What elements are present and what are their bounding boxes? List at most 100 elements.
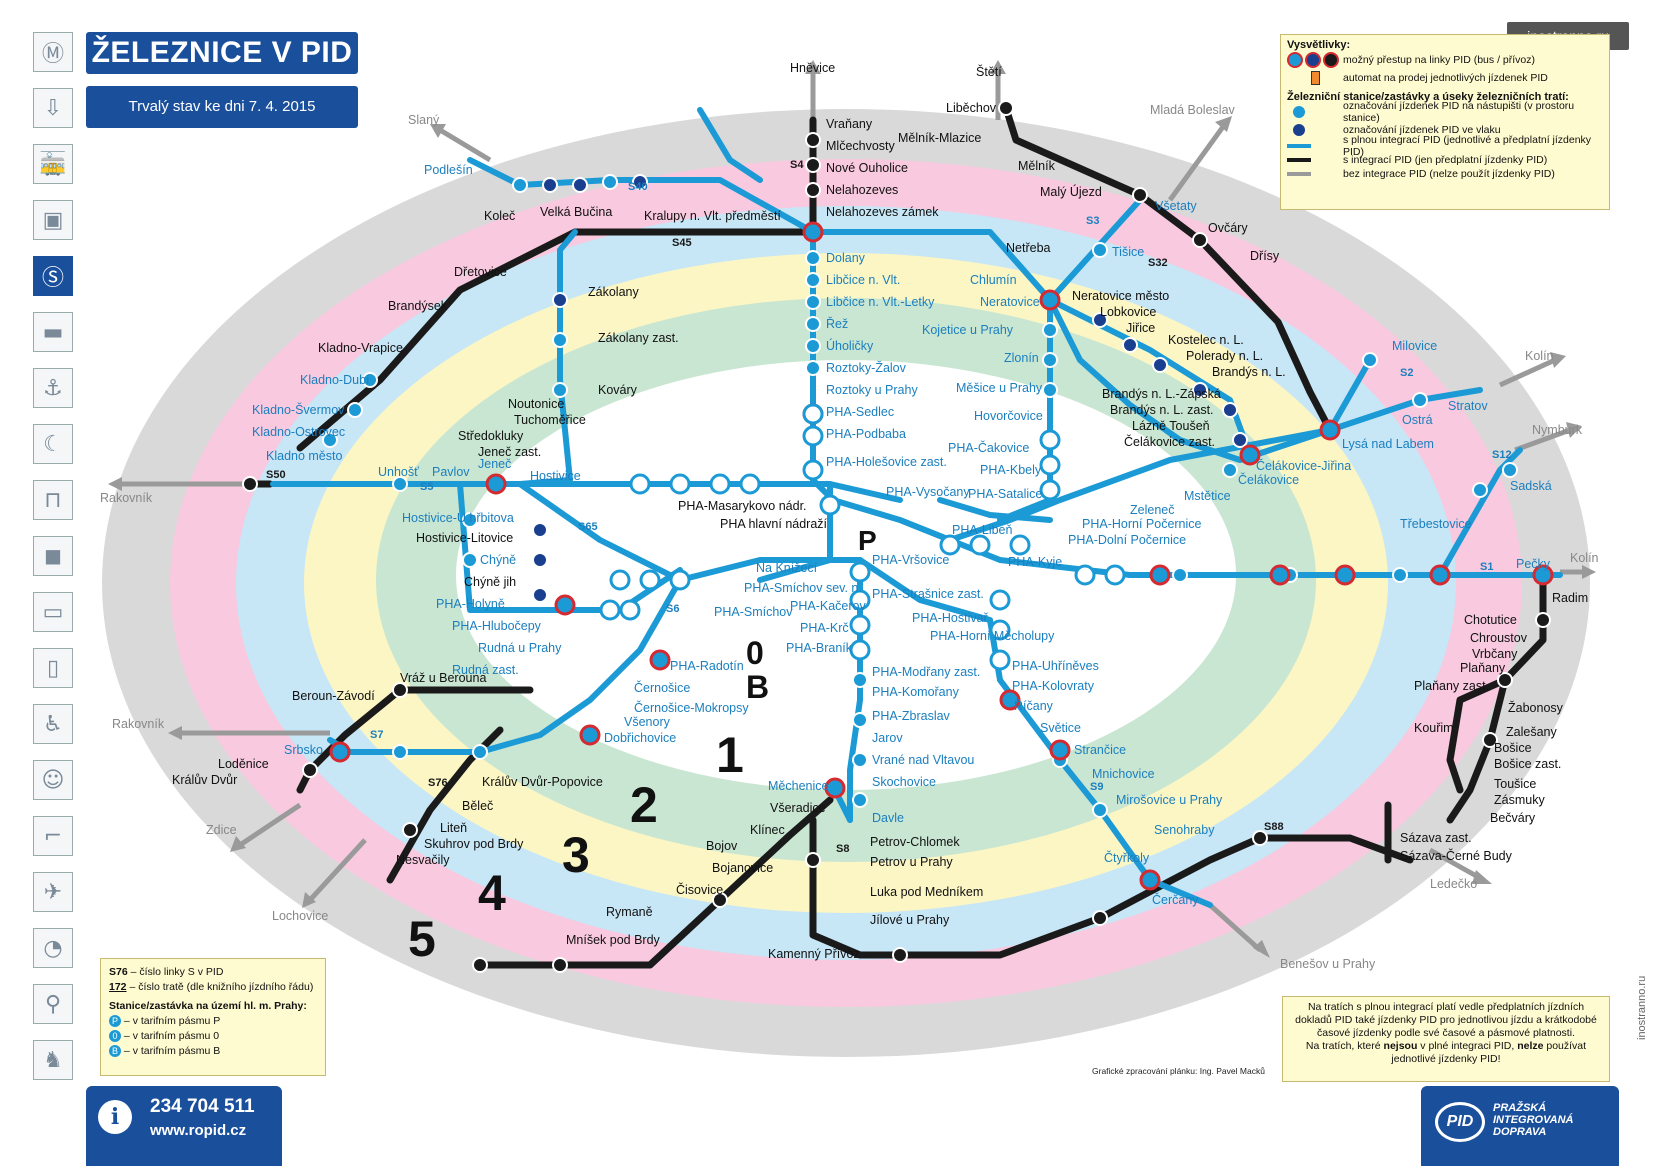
station-label: Strančice xyxy=(1074,743,1126,757)
station-label: Radim xyxy=(1552,591,1588,605)
station-label: Luka pod Medníkem xyxy=(870,885,983,899)
direction-arrowheads xyxy=(108,60,1596,958)
transfer-icon xyxy=(1287,52,1343,68)
ferry-icon[interactable]: ⚓ xyxy=(33,368,73,408)
station-label: Bošice xyxy=(1494,741,1532,755)
contact-web[interactable]: www.ropid.cz xyxy=(150,1122,247,1139)
wheelchair-icon[interactable]: ♿ xyxy=(33,704,73,744)
legend-box: Vysvětlivky: možný přestup na linky PID … xyxy=(1280,34,1610,210)
station-label: Mělník-Mlazice xyxy=(898,131,981,145)
transfer-markers xyxy=(329,221,1554,891)
airplane-icon[interactable]: ✈ xyxy=(33,872,73,912)
zone-label-1: 1 xyxy=(716,727,744,783)
key-zone-p-row: P – v tarifním pásmu P xyxy=(109,1014,317,1029)
no-integration-line-icon xyxy=(1287,172,1343,176)
station-label: Jílové u Prahy xyxy=(870,913,950,927)
station-label: PHA-Kačerov xyxy=(790,599,866,613)
key-box: S76 – číslo linky S v PID 172 – číslo tr… xyxy=(100,958,326,1076)
dog-icon[interactable]: ♞ xyxy=(33,1040,73,1080)
logo-line: DOPRAVA xyxy=(1493,1126,1547,1138)
metro-icon[interactable]: Ⓜ xyxy=(33,32,73,72)
station-label: Malý Újezd xyxy=(1040,184,1102,199)
stroller-icon[interactable]: ◔ xyxy=(33,928,73,968)
train-icon[interactable]: ▬ xyxy=(33,312,73,352)
station-label: Petrov-Chlomek xyxy=(870,835,960,849)
key-zone-0-row: 0 – v tarifním pásmu 0 xyxy=(109,1029,317,1044)
night-icon[interactable]: ☾ xyxy=(33,424,73,464)
station-label: Jeneč xyxy=(478,457,511,471)
station-label: Chroustov xyxy=(1470,631,1528,645)
cable-car-icon[interactable]: ⊓ xyxy=(33,480,73,520)
station-label: PHA-Modřany zast. xyxy=(872,665,980,679)
car-icon[interactable]: ◼ xyxy=(33,536,73,576)
station-label: Netřeba xyxy=(1006,241,1051,255)
station-label: Senohraby xyxy=(1154,823,1215,837)
s-train-icon[interactable]: Ⓢ xyxy=(33,256,73,296)
station-label: Středokluky xyxy=(458,429,524,443)
station-label: Řež xyxy=(826,316,848,331)
station-label: Polerady n. L. xyxy=(1186,349,1263,363)
station-label: Zákolany zast. xyxy=(598,331,679,345)
station-label: Dobřichovice xyxy=(604,731,676,745)
arrow-down-icon[interactable]: ⇩ xyxy=(33,88,73,128)
legend-transfer-text: možný přestup na linky PID (bus / přívoz… xyxy=(1343,54,1535,66)
line-tag: S45 xyxy=(672,237,692,249)
station-label: Skochovice xyxy=(872,775,936,789)
zone-p-icon: P xyxy=(109,1015,121,1028)
station-label: PHA-Horní Měcholupy xyxy=(930,629,1055,643)
line-tag: S50 xyxy=(266,469,286,481)
contact-phone[interactable]: 234 704 511 xyxy=(150,1096,255,1117)
station-label: Libčice n. Vlt. xyxy=(826,273,900,287)
direction-label: Ledečko xyxy=(1430,877,1477,891)
tram-icon[interactable]: 🚋 xyxy=(33,144,73,184)
station-label: Čelákovice zast. xyxy=(1124,434,1215,449)
line-tag: S12 xyxy=(1492,449,1512,461)
line-tag: S3 xyxy=(1086,215,1099,227)
zone-station-markers xyxy=(599,403,1126,671)
station-label: Bojanovice xyxy=(712,861,773,875)
line-tag: S76 xyxy=(428,777,448,789)
key-line-code: S76 xyxy=(109,966,128,978)
line-tag: S6 xyxy=(666,603,679,615)
platform-validation-icon xyxy=(1287,106,1343,118)
station-label: Měchenice xyxy=(768,779,828,793)
station-label: PHA-Kyje xyxy=(1008,555,1062,569)
ticket-icon[interactable]: ▭ xyxy=(33,592,73,632)
map-title: ŽELEZNICE V PID xyxy=(86,32,358,74)
station-label: Na Knížecí xyxy=(756,561,818,575)
station-label: Velká Bučina xyxy=(540,205,612,219)
line-tag: S32 xyxy=(1148,257,1168,269)
bicycle-icon[interactable]: ⚲ xyxy=(33,984,73,1024)
station-label: Plaňany zast. xyxy=(1414,679,1489,693)
note-emphasis: nelze xyxy=(1517,1040,1544,1052)
station-label: Kladno město xyxy=(266,449,342,463)
key-track-text: číslo tratě (dle knižního jízdního řádu) xyxy=(138,981,314,993)
escalator-icon[interactable]: ⌐ xyxy=(33,816,73,856)
station-label: Sadská xyxy=(1510,479,1552,493)
station-label: Čerčany xyxy=(1152,892,1199,907)
legend-partial-text: s integrací PID (jen předplatní jízdenky… xyxy=(1343,154,1548,166)
station-label: Rudná zast. xyxy=(452,663,519,677)
pid-logo: PID PRAŽSKÁ INTEGROVANÁ DOPRAVA xyxy=(1421,1086,1619,1166)
station-label: Světice xyxy=(1040,721,1081,735)
phone-icon[interactable]: ▯ xyxy=(33,648,73,688)
line-tag: S65 xyxy=(578,521,598,533)
station-label: PHA-Holyně xyxy=(436,597,505,611)
line-tag: S1 xyxy=(1480,561,1493,573)
station-label: Kamenný Přívoz xyxy=(768,947,860,961)
station-label: Bošice zast. xyxy=(1494,757,1561,771)
key-zone-b-row: B – v tarifním pásmu B xyxy=(109,1044,317,1059)
full-integration-lines xyxy=(270,107,1563,908)
station-label: Zlonín xyxy=(1004,351,1039,365)
station-label: Srbsko xyxy=(284,743,323,757)
zone-label-3: 3 xyxy=(562,827,590,883)
bus-icon[interactable]: ▣ xyxy=(33,200,73,240)
station-label: PHA-Kolovraty xyxy=(1012,679,1095,693)
station-label: Vráž u Berouna xyxy=(400,671,486,685)
station-label: PHA-Masarykovo nádr. xyxy=(678,499,807,513)
station-label: Kladno-Dubí xyxy=(300,373,370,387)
station-label: Vrbčany xyxy=(1472,647,1518,661)
line-tag: S2 xyxy=(1400,367,1413,379)
zone-label-4: 4 xyxy=(478,865,506,921)
family-icon[interactable]: ☺ xyxy=(33,760,73,800)
